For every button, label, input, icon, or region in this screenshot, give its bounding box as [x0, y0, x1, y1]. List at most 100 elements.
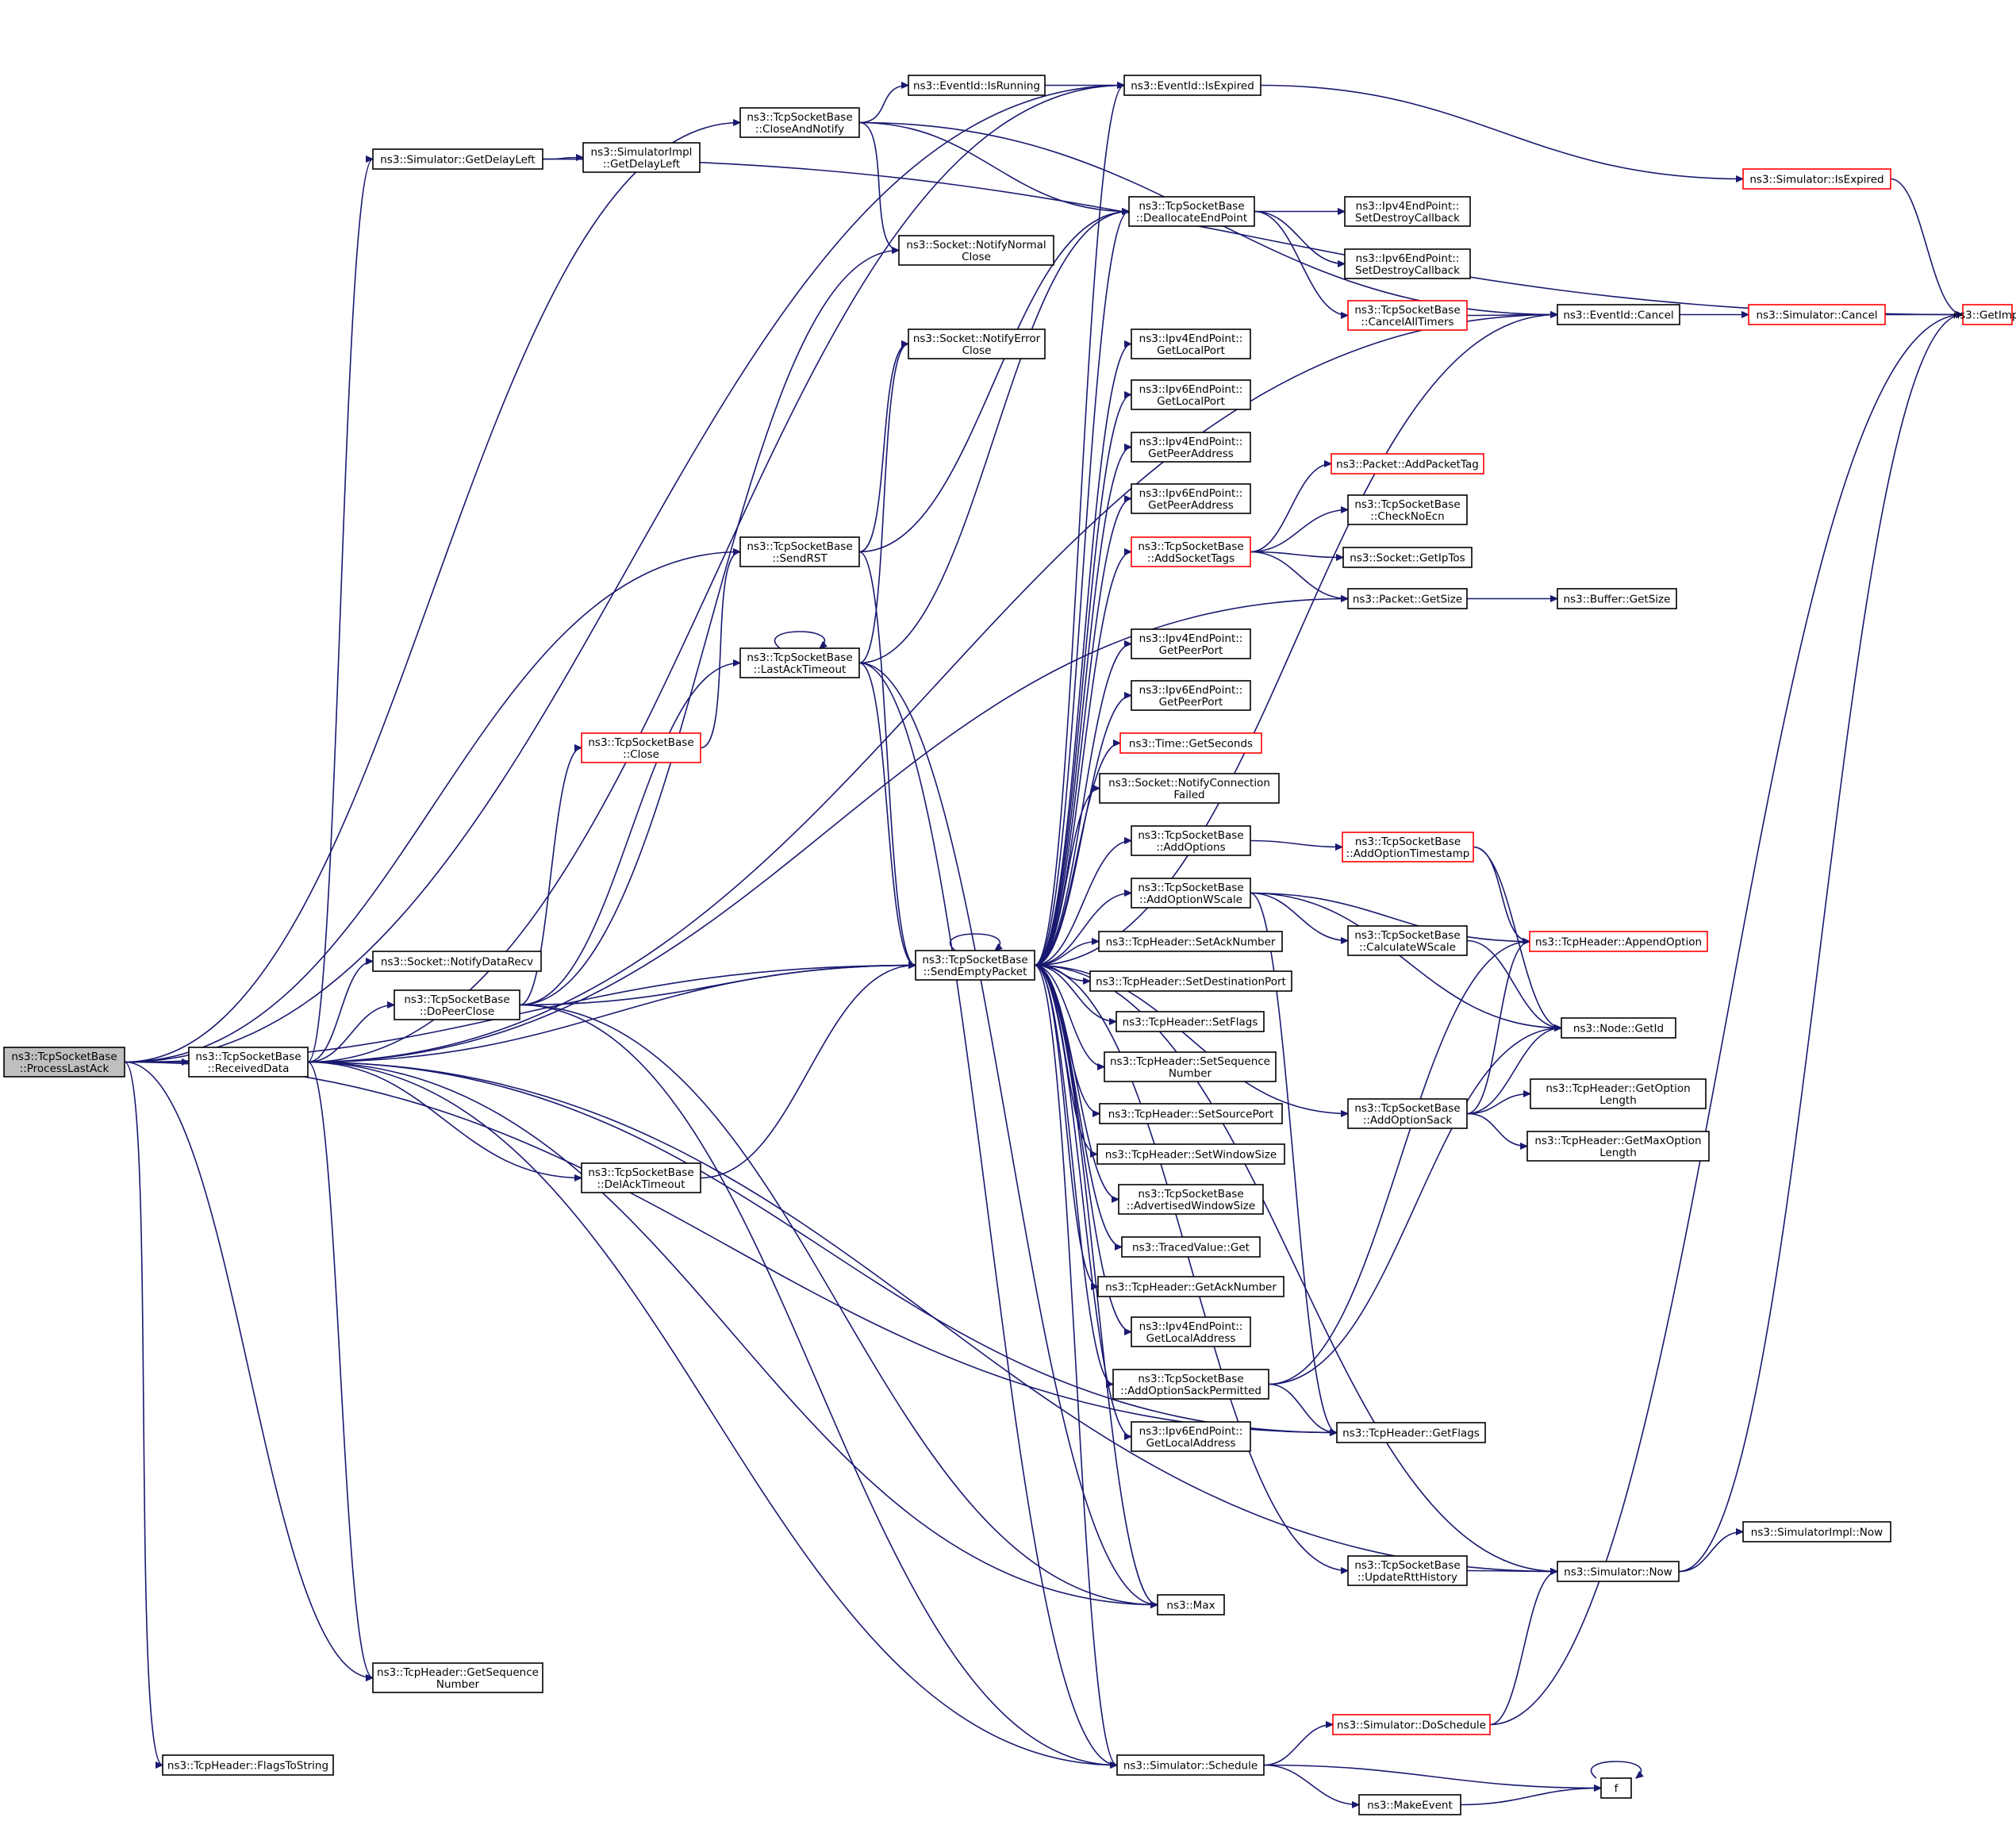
node-ipv4-get-peer-port[interactable]: ns3::Ipv4EndPoint::GetPeerPort: [1131, 628, 1251, 659]
edge-arrow: [1034, 743, 1120, 966]
node-ipv6-get-peer-address[interactable]: ns3::Ipv6EndPoint::GetPeerAddress: [1131, 483, 1251, 514]
node-deallocate-end-point[interactable]: ns3::TcpSocketBase::DeallocateEndPoint: [1128, 196, 1255, 227]
node-set-destination-port[interactable]: ns3::TcpHeader::SetDestinationPort: [1089, 970, 1292, 992]
node-del-ack-timeout[interactable]: ns3::TcpSocketBase::DelAckTimeout: [581, 1162, 701, 1193]
node-set-source-port[interactable]: ns3::TcpHeader::SetSourcePort: [1099, 1103, 1283, 1124]
node-ipv4-get-local-address[interactable]: ns3::Ipv4EndPoint::GetLocalAddress: [1131, 1316, 1251, 1347]
node-last-ack-timeout[interactable]: ns3::TcpSocketBase::LastAckTimeout: [739, 647, 860, 678]
node-simulator-is-expired[interactable]: ns3::Simulator::IsExpired: [1742, 168, 1891, 190]
node-get-impl[interactable]: ns3::GetImpl: [1953, 304, 2016, 325]
node-box: [1118, 1184, 1264, 1215]
node-box: [1131, 379, 1251, 410]
edge-arrow: [1268, 1028, 1561, 1385]
node-get-ip-tos[interactable]: ns3::Socket::GetIpTos: [1342, 547, 1473, 568]
node-ipv6-get-local-address[interactable]: ns3::Ipv6EndPoint::GetLocalAddress: [1131, 1421, 1251, 1452]
edge-close-to-send-rst: [700, 552, 740, 749]
node-label-line: ns3::Simulator::DoSchedule: [1337, 1719, 1486, 1732]
node-is-running[interactable]: ns3::EventId::IsRunning: [908, 75, 1046, 96]
node-packet-get-size[interactable]: ns3::Packet::GetSize: [1347, 588, 1468, 609]
node-ipv6-get-peer-port[interactable]: ns3::Ipv6EndPoint::GetPeerPort: [1131, 680, 1251, 711]
node-advertised-window-size[interactable]: ns3::TcpSocketBase::AdvertisedWindowSize: [1118, 1184, 1264, 1215]
node-append-option[interactable]: ns3::TcpHeader::AppendOption: [1529, 931, 1708, 952]
node-close[interactable]: ns3::TcpSocketBase::Close: [581, 732, 701, 763]
node-event-id-cancel[interactable]: ns3::EventId::Cancel: [1557, 304, 1680, 325]
node-add-packet-tag[interactable]: ns3::Packet::AddPacketTag: [1331, 453, 1484, 474]
node-ipv4-set-destroy-callback[interactable]: ns3::Ipv4EndPoint::SetDestroyCallback: [1344, 196, 1471, 227]
node-node-get-id[interactable]: ns3::Node::GetId: [1561, 1017, 1676, 1039]
node-buffer-get-size[interactable]: ns3::Buffer::GetSize: [1557, 588, 1677, 609]
node-simulator-cancel[interactable]: ns3::Simulator::Cancel: [1748, 304, 1886, 325]
node-set-window-size[interactable]: ns3::TcpHeader::SetWindowSize: [1096, 1143, 1285, 1165]
node-notify-data-recv[interactable]: ns3::Socket::NotifyDataRecv: [372, 951, 542, 972]
node-box: [1344, 248, 1471, 279]
node-impl-get-delay-left[interactable]: ns3::SimulatorImpl::GetDelayLeft: [582, 142, 701, 173]
node-add-option-wscale[interactable]: ns3::TcpSocketBase::AddOptionWScale: [1131, 878, 1251, 909]
edge-arrow: [1466, 1094, 1530, 1115]
node-get-delay-left[interactable]: ns3::Simulator::GetDelayLeft: [372, 148, 543, 170]
edge-last-ack-timeout-to-send-empty-packet: [858, 662, 916, 966]
edge-send-empty-packet-to-set-ack-number: [1034, 942, 1099, 966]
edge-arrow: [774, 631, 825, 648]
node-schedule[interactable]: ns3::Simulator::Schedule: [1116, 1754, 1265, 1776]
edge-send-empty-packet-to-ipv4-get-local-port: [1034, 344, 1131, 966]
node-close-and-notify[interactable]: ns3::TcpSocketBase::CloseAndNotify: [739, 107, 860, 138]
edge-arrow: [1250, 551, 1343, 558]
node-set-flags[interactable]: ns3::TcpHeader::SetFlags: [1116, 1011, 1265, 1032]
edge-arrow: [1466, 1112, 1527, 1147]
node-add-socket-tags[interactable]: ns3::TcpSocketBase::AddSocketTags: [1131, 536, 1251, 567]
node-update-rtt-history[interactable]: ns3::TcpSocketBase::UpdateRttHistory: [1347, 1555, 1468, 1586]
edge-add-option-sack-to-get-max-option-length: [1466, 1112, 1527, 1147]
node-process-last-ack[interactable]: ns3::TcpSocketBase::ProcessLastAck: [3, 1047, 125, 1078]
node-add-option-sack-permitted[interactable]: ns3::TcpSocketBase::AddOptionSackPermitt…: [1112, 1369, 1269, 1400]
node-time-get-seconds[interactable]: ns3::Time::GetSeconds: [1119, 732, 1262, 754]
node-box: [1131, 432, 1251, 463]
node-simulator-impl-now[interactable]: ns3::SimulatorImpl::Now: [1742, 1521, 1891, 1542]
edge-add-option-wscale-to-append-option: [1250, 892, 1530, 942]
edge-update-rtt-history-to-simulator-now: [1466, 1571, 1557, 1572]
node-received-data[interactable]: ns3::TcpSocketBase::ReceivedData: [188, 1047, 309, 1078]
node-label-line: ::SendEmptyPacket: [924, 966, 1027, 978]
node-f[interactable]: f: [1600, 1777, 1632, 1799]
node-add-option-sack[interactable]: ns3::TcpSocketBase::AddOptionSack: [1347, 1098, 1468, 1129]
edge-add-option-sack-permitted-to-node-get-id: [1268, 1028, 1561, 1385]
node-send-rst[interactable]: ns3::TcpSocketBase::SendRST: [739, 536, 860, 567]
node-box: [1962, 304, 2013, 325]
node-tcp-get-flags[interactable]: ns3::TcpHeader::GetFlags: [1336, 1422, 1486, 1443]
node-ipv6-set-destroy-callback[interactable]: ns3::Ipv6EndPoint::SetDestroyCallback: [1344, 248, 1471, 279]
edge-send-empty-packet-to-ipv6-get-local-port: [1034, 395, 1131, 966]
edge-send-empty-packet-to-add-option-sack-permitted: [1034, 964, 1113, 1385]
edge-send-empty-packet-to-set-sequence-number: [1034, 964, 1104, 1067]
node-is-expired[interactable]: ns3::EventId::IsExpired: [1123, 75, 1261, 96]
node-add-options[interactable]: ns3::TcpSocketBase::AddOptions: [1131, 825, 1251, 856]
node-check-no-ecn[interactable]: ns3::TcpSocketBase::CheckNoEcn: [1347, 494, 1468, 525]
edge-arrow: [1034, 395, 1131, 966]
node-max[interactable]: ns3::Max: [1157, 1594, 1225, 1615]
edge-make-event-to-f: [1460, 1788, 1601, 1806]
node-simulator-now[interactable]: ns3::Simulator::Now: [1557, 1561, 1680, 1582]
node-calculate-wscale[interactable]: ns3::TcpSocketBase::CalculateWScale: [1347, 925, 1468, 956]
edge-arrow: [1250, 839, 1342, 847]
node-add-option-timestamp[interactable]: ns3::TcpSocketBase::AddOptionTimestamp: [1342, 832, 1474, 862]
node-traced-value-get[interactable]: ns3::TracedValue::Get: [1121, 1236, 1261, 1258]
node-flags-to-string[interactable]: ns3::TcpHeader::FlagsToString: [162, 1754, 334, 1776]
node-get-ack-number[interactable]: ns3::TcpHeader::GetAckNumber: [1097, 1276, 1284, 1297]
node-ipv6-get-local-port[interactable]: ns3::Ipv6EndPoint::GetLocalPort: [1131, 379, 1251, 410]
node-send-empty-packet[interactable]: ns3::TcpSocketBase::SendEmptyPacket: [915, 950, 1035, 981]
node-do-schedule[interactable]: ns3::Simulator::DoSchedule: [1332, 1714, 1491, 1735]
node-make-event[interactable]: ns3::MakeEvent: [1358, 1794, 1461, 1815]
node-ipv4-get-local-port[interactable]: ns3::Ipv4EndPoint::GetLocalPort: [1131, 328, 1251, 359]
node-set-ack-number[interactable]: ns3::TcpHeader::SetAckNumber: [1098, 931, 1283, 952]
node-ipv4-get-peer-address[interactable]: ns3::Ipv4EndPoint::GetPeerAddress: [1131, 432, 1251, 463]
node-label-line: ns3::TcpHeader::GetMaxOption: [1534, 1135, 1701, 1147]
node-do-peer-close[interactable]: ns3::TcpSocketBase::DoPeerClose: [394, 989, 520, 1020]
edge-arrow: [1034, 964, 1348, 1114]
node-label-line: ns3::TcpSocketBase: [922, 954, 1027, 966]
node-cancel-all-timers[interactable]: ns3::TcpSocketBase::CancelAllTimers: [1347, 300, 1468, 331]
